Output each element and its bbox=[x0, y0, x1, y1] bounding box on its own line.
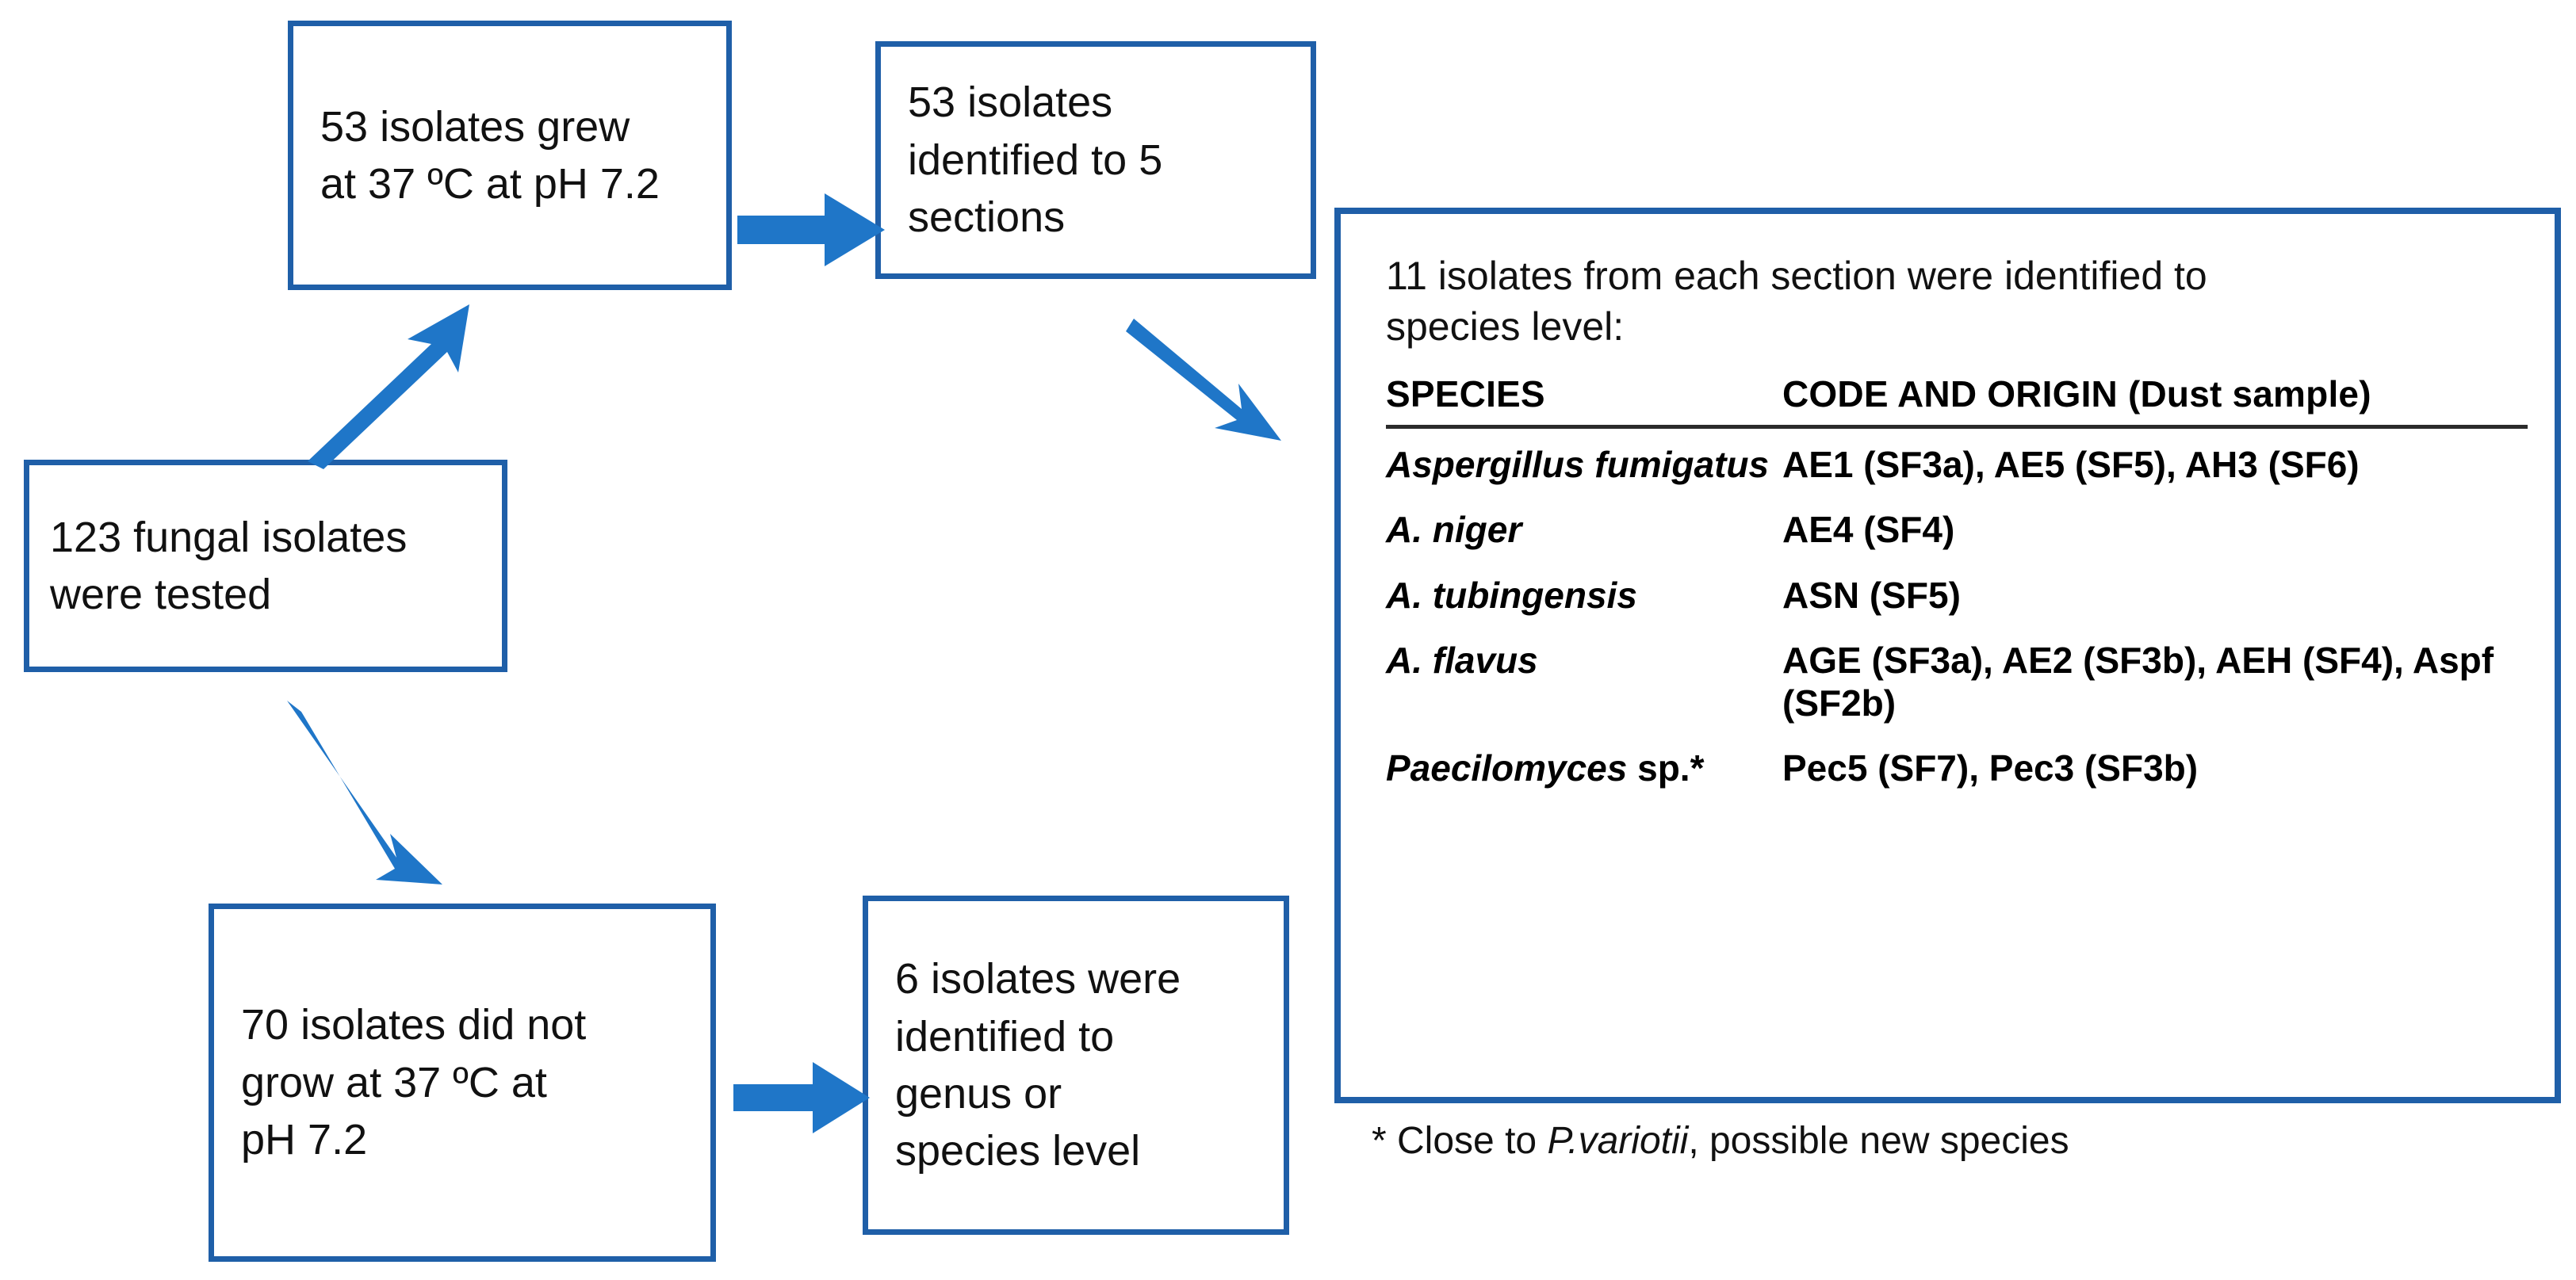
node-label-isolates-grew: 53 isolates grew at 37 ºC at pH 7.2 bbox=[320, 102, 660, 208]
node-box-isolates-sections: 53 isolates identified to 5 sections bbox=[875, 41, 1316, 279]
species-cell-name: Aspergillus fumigatus bbox=[1386, 444, 1770, 485]
arrow-sections-to-panel-icon bbox=[1126, 319, 1281, 441]
panel-intro-text: 11 isolates from each section were ident… bbox=[1386, 254, 2207, 349]
table-row: A. flavus AGE (SF3a), AE2 (SF3b), AEH (S… bbox=[1386, 625, 2528, 733]
species-table: SPECIES CODE AND ORIGIN (Dust sample) As… bbox=[1386, 373, 2528, 798]
node-label-isolates-sections: 53 isolates identified to 5 sections bbox=[908, 78, 1163, 242]
table-row: A. niger AE4 (SF4) bbox=[1386, 494, 2528, 559]
arrow-start-to-nogrow-icon bbox=[287, 701, 442, 885]
species-identification-panel: 11 isolates from each section were ident… bbox=[1334, 208, 2561, 1103]
species-cell-name: Paecilomyces sp.* bbox=[1386, 747, 1705, 789]
table-row: A. tubingensis ASN (SF5) bbox=[1386, 560, 2528, 625]
node-label-fungal-isolates-tested: 123 fungal isolates were tested bbox=[50, 513, 408, 618]
node-box-six-isolates-identified: 6 isolates were identified to genus or s… bbox=[863, 896, 1289, 1235]
species-cell-name: A. flavus bbox=[1386, 639, 1538, 681]
table-row: Aspergillus fumigatus AE1 (SF3a), AE5 (S… bbox=[1386, 427, 2528, 495]
footnote-prefix: * Close to bbox=[1372, 1120, 1548, 1162]
species-cell-code: Pec5 (SF7), Pec3 (SF3b) bbox=[1782, 747, 2199, 789]
node-box-fungal-isolates-tested: 123 fungal isolates were tested bbox=[24, 460, 507, 672]
node-box-isolates-grew: 53 isolates grew at 37 ºC at pH 7.2 bbox=[288, 21, 732, 290]
species-cell-name: A. tubingensis bbox=[1386, 574, 1637, 616]
footnote-suffix: , possible new species bbox=[1688, 1120, 2069, 1162]
arrow-start-to-grew-icon bbox=[308, 304, 469, 469]
node-label-six-isolates-identified: 6 isolates were identified to genus or s… bbox=[895, 955, 1181, 1175]
node-box-isolates-did-not-grow: 70 isolates did not grow at 37 ºC at pH … bbox=[209, 904, 716, 1262]
species-cell-code: ASN (SF5) bbox=[1782, 574, 1961, 616]
species-cell-code: AE1 (SF3a), AE5 (SF5), AH3 (SF6) bbox=[1782, 444, 2360, 485]
panel-footnote: * Close to P.variotii, possible new spec… bbox=[1372, 1119, 2069, 1163]
node-label-isolates-did-not-grow: 70 isolates did not grow at 37 ºC at pH … bbox=[241, 1001, 587, 1164]
footnote-species-italic: P.variotii bbox=[1547, 1120, 1689, 1162]
arrow-grew-to-sections-icon bbox=[737, 193, 885, 266]
species-table-header-row: SPECIES CODE AND ORIGIN (Dust sample) bbox=[1386, 373, 2528, 429]
species-table-header-code: CODE AND ORIGIN (Dust sample) bbox=[1782, 373, 2528, 429]
species-cell-name: A. niger bbox=[1386, 509, 1522, 551]
arrow-nogrow-to-six-icon bbox=[733, 1062, 870, 1133]
table-row: Paecilomyces sp.* Pec5 (SF7), Pec3 (SF3b… bbox=[1386, 732, 2528, 797]
species-cell-code: AE4 (SF4) bbox=[1782, 509, 1955, 551]
species-cell-code: AGE (SF3a), AE2 (SF3b), AEH (SF4), Aspf … bbox=[1782, 639, 2494, 724]
species-table-header-species: SPECIES bbox=[1386, 373, 1782, 429]
